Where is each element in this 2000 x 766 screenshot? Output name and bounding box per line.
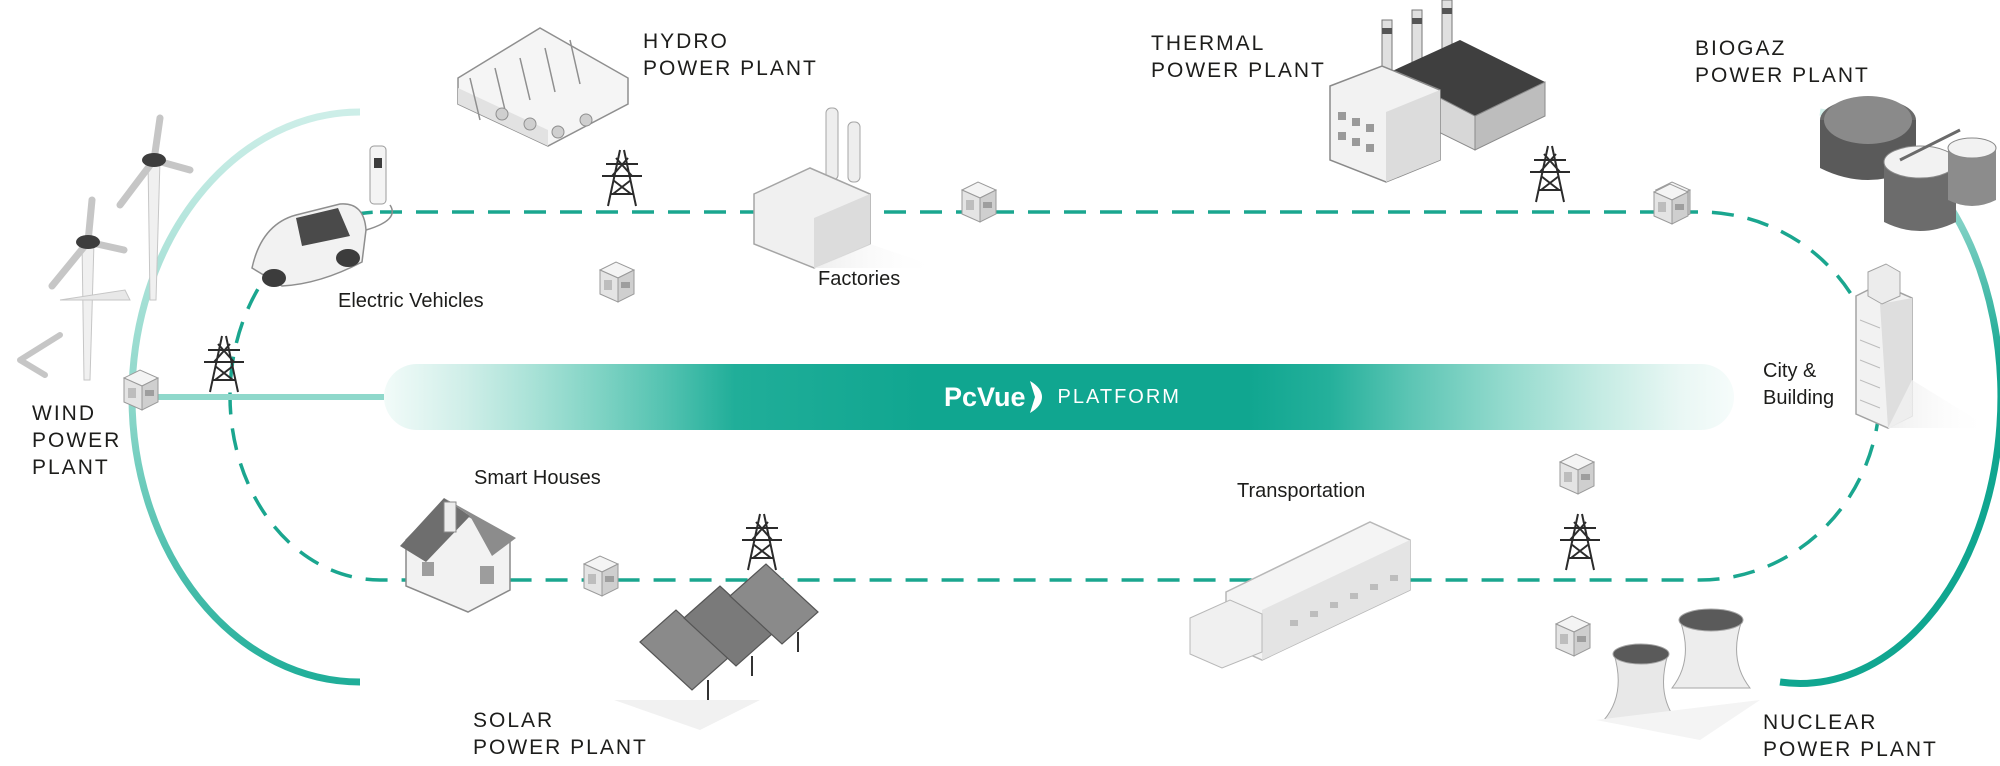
solar-panels-illustration	[614, 563, 819, 730]
nuclear-plant-illustration	[1596, 608, 1760, 740]
pcvue-logo: PcVue	[944, 381, 1026, 412]
label-nuclear-power-plant: NUCLEAR POWER PLANT	[1763, 711, 1938, 761]
electric-vehicle-illustration	[251, 145, 393, 287]
label-thermal-power-plant: THERMAL POWER PLANT	[1151, 32, 1326, 82]
wind-turbines-illustration	[17, 114, 194, 381]
label-wind-power-plant: WIND POWER PLANT	[32, 402, 122, 479]
substation-cabinet-factory	[961, 181, 997, 223]
label-biogaz-power-plant: BIOGAZ POWER PLANT	[1695, 37, 1870, 87]
smart-house-illustration	[400, 498, 516, 613]
inner-dashed-loop	[228, 210, 1882, 582]
label-city-building: City & Building	[1763, 360, 1835, 409]
platform-label: PcVue PLATFORM	[944, 364, 1181, 430]
label-smart-houses: Smart Houses	[474, 467, 601, 489]
platform-word: PLATFORM	[1057, 385, 1181, 408]
pcvue-platform-bar: PcVue PLATFORM	[384, 364, 1734, 430]
substation-cabinet-wind	[123, 369, 159, 411]
label-transportation: Transportation	[1237, 480, 1366, 502]
biogaz-plant-illustration	[1820, 96, 1997, 231]
city-building-illustration	[1855, 263, 1990, 429]
thermal-plant-illustration	[1329, 0, 1546, 183]
factory-illustration	[753, 107, 940, 269]
transportation-illustration	[1189, 521, 1411, 669]
label-hydro-power-plant: HYDRO POWER PLANT	[643, 30, 818, 80]
substation-cabinet-biogaz	[1653, 183, 1689, 225]
pylon-thermal	[1529, 145, 1571, 203]
label-factories: Factories	[818, 268, 901, 290]
label-solar-power-plant: SOLAR POWER PLANT	[473, 709, 648, 759]
substation-cabinet-house	[583, 555, 619, 597]
substation-cabinet-transport-top	[1559, 453, 1595, 495]
pcvue-chevron-icon	[1029, 381, 1042, 413]
label-electric-vehicles: Electric Vehicles	[338, 290, 484, 312]
substation-cabinet-hydro	[599, 261, 635, 303]
pylon-wind	[203, 335, 245, 393]
substation-cabinet-transport-bottom	[1555, 615, 1591, 657]
hydro-dam-illustration	[457, 27, 629, 147]
